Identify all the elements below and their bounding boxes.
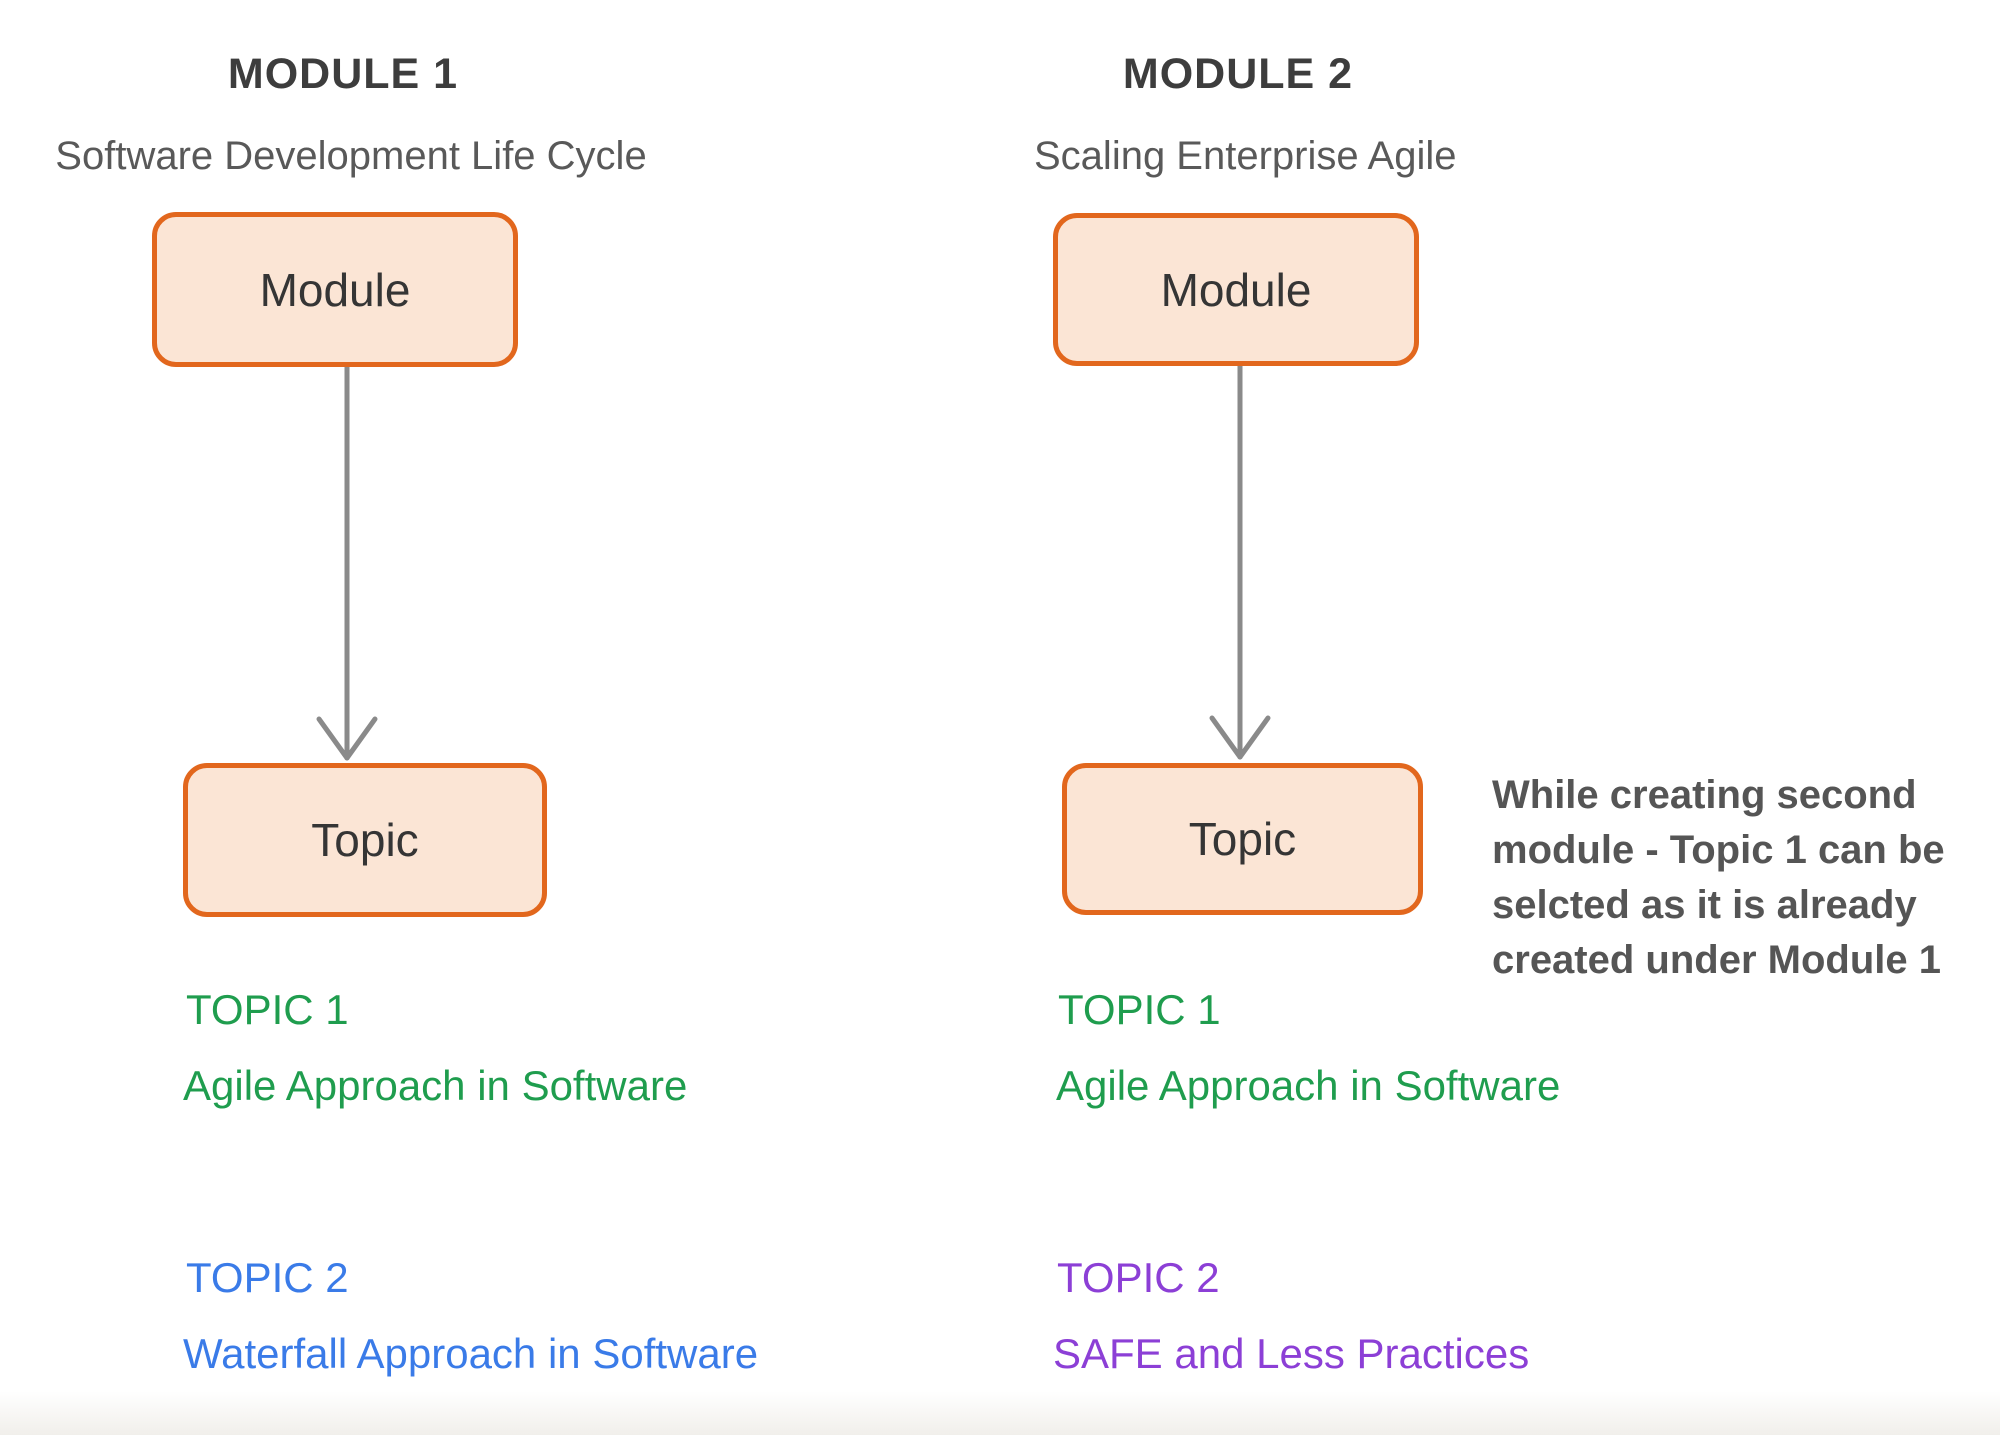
module1-arrow-down-icon bbox=[316, 367, 378, 761]
module1-topic2-name: Waterfall Approach in Software bbox=[183, 1330, 759, 1377]
footer-gradient-band bbox=[0, 1391, 2000, 1435]
module1-subtitle: Software Development Life Cycle bbox=[55, 134, 647, 178]
module1-module-box-label: Module bbox=[259, 263, 411, 316]
module2-topic-box: Topic bbox=[1062, 763, 1423, 915]
module2-topic2-name: SAFE and Less Practices bbox=[1053, 1330, 1530, 1377]
module1-topic-box-label: Topic bbox=[311, 814, 419, 866]
module2-topic1-name: Agile Approach in Software bbox=[1056, 1062, 1561, 1109]
module2-topic2-label: TOPIC 2 bbox=[1057, 1254, 1220, 1301]
module2-arrow-down-icon bbox=[1209, 366, 1271, 760]
module1-title: MODULE 1 bbox=[227, 50, 459, 98]
module2-title: MODULE 2 bbox=[1122, 50, 1354, 98]
module2-topic-box-label: Topic bbox=[1188, 813, 1297, 865]
module1-topic1-name: Agile Approach in Software bbox=[183, 1062, 688, 1109]
module2-module-box: Module bbox=[1053, 213, 1419, 366]
module1-module-box: Module bbox=[152, 212, 518, 367]
module1-topic1-label: TOPIC 1 bbox=[186, 986, 349, 1033]
module1-topic-box: Topic bbox=[183, 763, 547, 917]
annotation-note: While creating second module - Topic 1 c… bbox=[1492, 773, 1945, 982]
module2-topic1-label: TOPIC 1 bbox=[1058, 986, 1221, 1033]
module1-topic2-label: TOPIC 2 bbox=[186, 1254, 349, 1301]
module2-subtitle: Scaling Enterprise Agile bbox=[1034, 134, 1457, 178]
module2-module-box-label: Module bbox=[1160, 263, 1312, 316]
